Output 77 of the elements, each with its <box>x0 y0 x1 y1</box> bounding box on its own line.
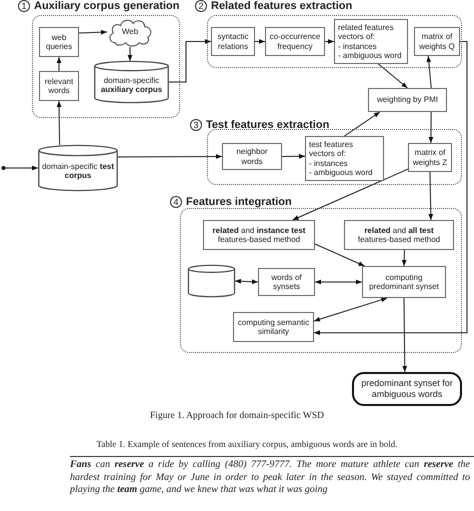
double-arrow <box>314 280 362 284</box>
section-heading: Test features extraction <box>206 119 330 131</box>
arrow <box>78 30 108 35</box>
arrow <box>128 46 132 62</box>
arrow <box>2 166 38 170</box>
box-label: syntactic relations <box>216 32 250 51</box>
arrow <box>428 172 434 220</box>
box-label: test features vectors of: <box>309 140 354 158</box>
arrow <box>282 154 306 159</box>
box-label: Web <box>122 27 138 37</box>
arrow <box>254 39 266 44</box>
arrow <box>324 39 334 44</box>
step-number: 3 <box>190 119 202 131</box>
arrow <box>314 41 468 336</box>
box-label: - ambiguous word <box>338 50 402 60</box>
process-box <box>305 136 384 181</box>
box-label: co-occurrence frequency <box>269 32 321 51</box>
database-cylinder <box>188 265 235 297</box>
arrow <box>168 39 212 82</box>
arrow <box>402 250 407 266</box>
box-label: words of synsets <box>270 272 303 292</box>
box-label: weighting by PMI <box>377 95 438 105</box>
figure-caption: Figure 1. Approach for domain-specific WSD <box>149 411 325 421</box>
arrow <box>378 64 408 88</box>
box-label: matrix of weights Z <box>412 148 448 167</box>
box-label: domain-specific auxiliary corpus <box>100 76 164 94</box>
process-box <box>408 143 452 172</box>
process-box <box>211 27 255 56</box>
section-heading: Auxiliary corpus generation <box>34 0 180 12</box>
box-label: computing semantic similarity <box>237 318 310 336</box>
process-box <box>344 220 454 250</box>
arrow <box>314 244 366 266</box>
process-box <box>368 88 447 112</box>
table-text: Fans can reserve a ride by calling (480) 777-9777. The more mature athlete can reserve the hardest training for May or June in order to peak later in the season. We stayed committed to playing the team game, and we knew that was what it was going <box>70 459 470 496</box>
arrow <box>56 100 62 146</box>
box-label: neighbor words <box>235 147 269 166</box>
box-label: - instances <box>338 42 377 51</box>
process-box <box>222 143 282 170</box>
process-box <box>265 27 325 56</box>
box-label: computing predominant synset <box>368 272 440 292</box>
process-box <box>362 266 446 298</box>
database-cylinder <box>94 61 169 103</box>
box-label: predominant synset for ambiguous words <box>360 378 454 400</box>
database-cylinder <box>38 145 118 191</box>
arrow <box>426 56 432 88</box>
box-label: related and instance test features-based method <box>212 226 306 244</box>
box-label: - instances <box>309 158 348 168</box>
cloud-shape <box>107 17 153 47</box>
arrow <box>428 112 434 144</box>
result-box <box>352 372 462 406</box>
arrow <box>118 154 222 159</box>
process-box <box>203 220 315 250</box>
box-label: related and all test features-based method <box>356 226 442 244</box>
box-label: matrix of weights Q <box>418 32 456 51</box>
arrow <box>402 298 408 372</box>
arrow <box>292 168 408 220</box>
box-label: - ambiguous word <box>309 168 373 178</box>
box-label: related features vectors of: <box>338 22 395 42</box>
section-heading: Related features extraction <box>211 0 352 12</box>
box-label: relevant words <box>44 76 74 96</box>
process-box <box>334 19 408 64</box>
process-box <box>39 27 79 57</box>
double-arrow <box>234 278 258 284</box>
process-box <box>414 27 460 56</box>
double-arrow <box>314 298 388 322</box>
step-number: 1 <box>18 0 30 12</box>
process-box <box>39 71 79 101</box>
arrow <box>344 112 380 136</box>
step-number: 4 <box>170 196 182 208</box>
process-box <box>233 312 314 342</box>
box-label: domain-specific test corpus <box>40 162 116 180</box>
box-label: web queries <box>44 32 74 52</box>
section-heading: Features integration <box>186 196 292 208</box>
step-number: 2 <box>195 0 207 12</box>
table-caption: Table 1. Example of sentences from auxiliary corpus, ambiguous words are in bold. <box>95 439 399 449</box>
arrow <box>56 56 62 72</box>
process-box <box>258 268 315 296</box>
